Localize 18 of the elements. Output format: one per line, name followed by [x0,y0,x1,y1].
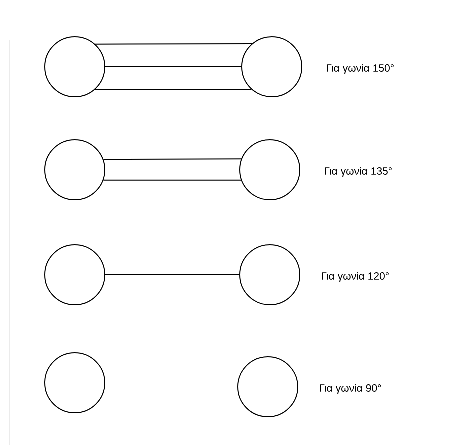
ring [44,352,106,414]
connecting-line [103,158,242,160]
connecting-line [105,66,242,68]
ring [238,356,298,418]
connecting-line [94,89,252,90]
ring [240,140,300,200]
connecting-line [94,43,252,45]
angle-label: Για γωνία 135° [325,166,392,178]
connecting-line [103,180,242,181]
ring [44,140,106,200]
ring [44,36,106,98]
angle-label: Για γωνία 120° [322,272,389,282]
angle-label: Για γωνία 90° [320,384,382,394]
angle-label: Για γωνία 150° [327,64,394,74]
ring [240,244,300,306]
ring [44,244,106,306]
connecting-line [105,274,240,276]
ring [242,36,302,98]
